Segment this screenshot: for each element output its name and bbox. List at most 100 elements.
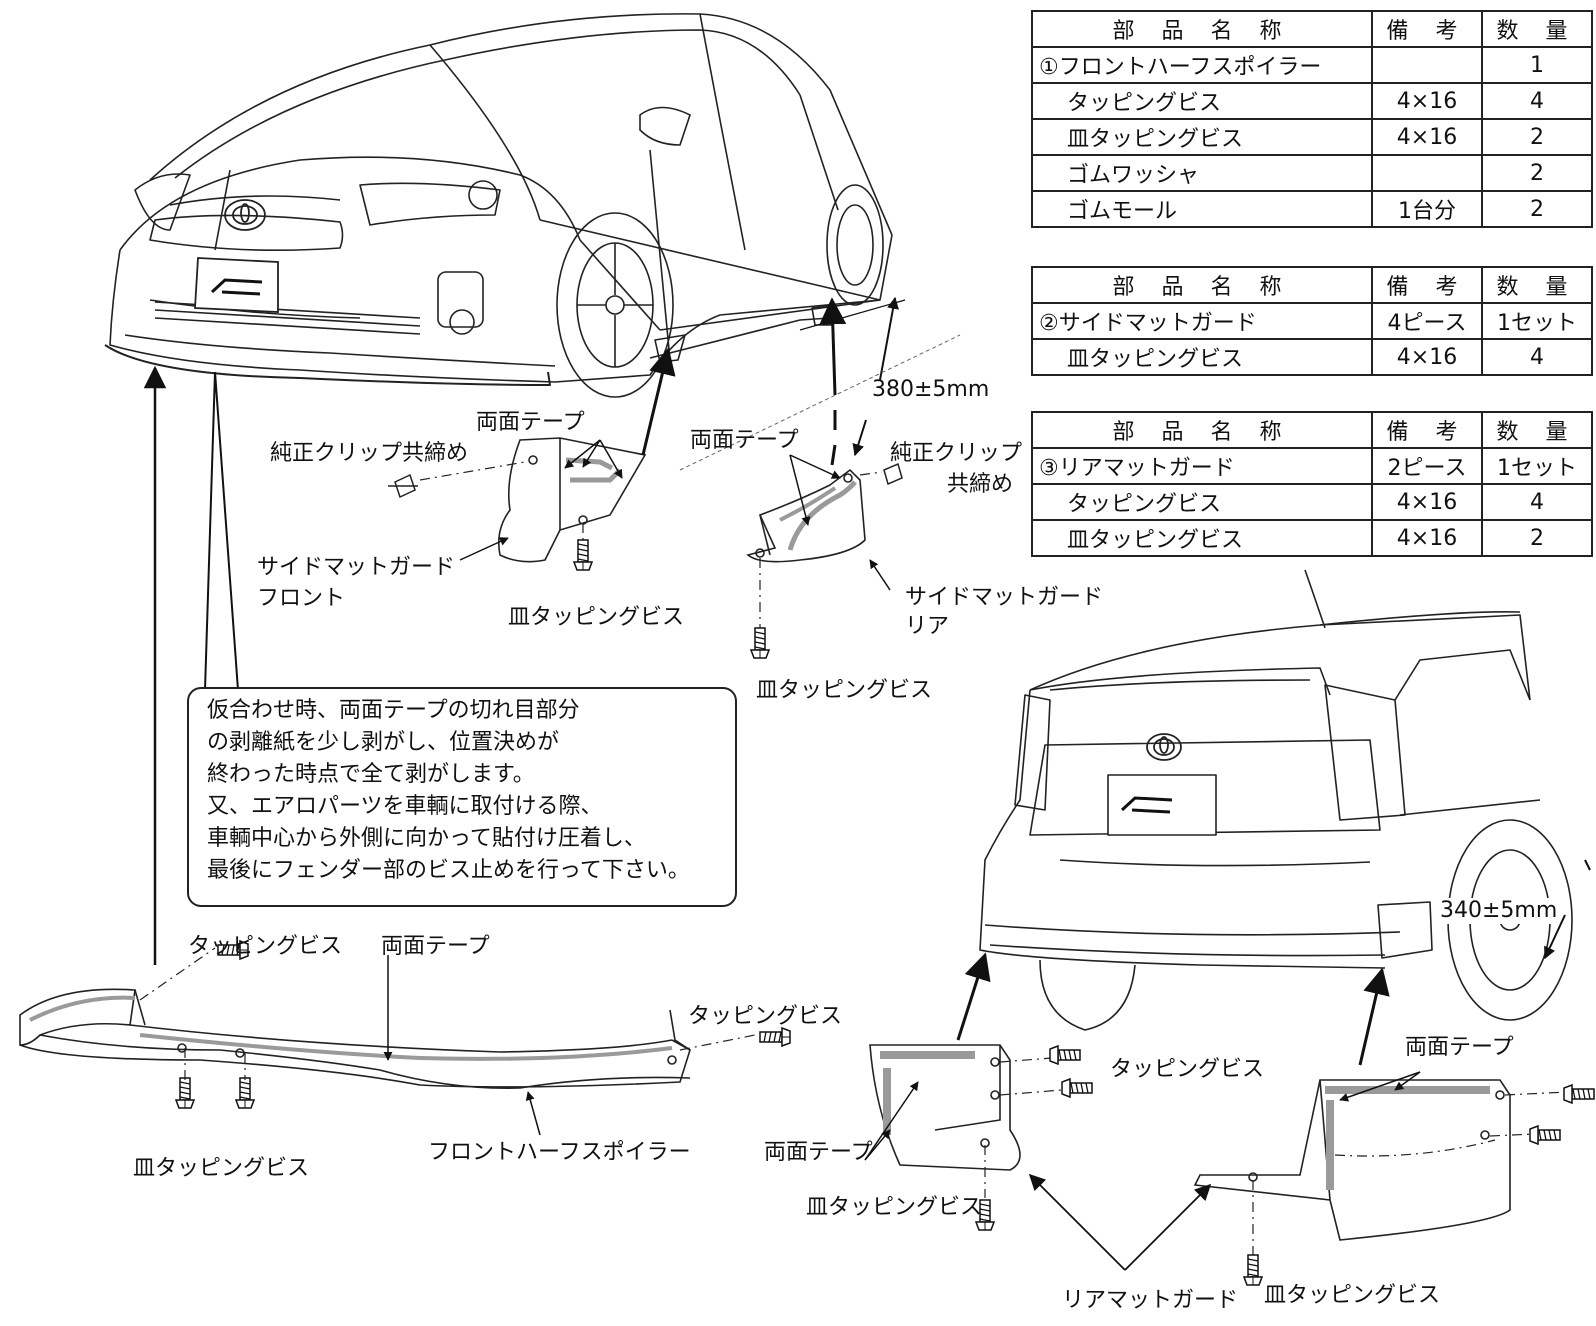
rear-guard-right-part	[1193, 1079, 1511, 1241]
double-sided-tape-label: 両面テープ	[764, 1140, 873, 1165]
screw-icon	[175, 1077, 255, 1109]
note-line: 車輌中心から外側に向かって貼付け圧着し、	[207, 826, 646, 851]
side-guard-rear-label: リア	[905, 614, 950, 639]
double-sided-tape-label: 両面テープ	[1405, 1035, 1514, 1060]
part-name: ①フロントハーフスポイラー	[1031, 46, 1373, 84]
parts-table-rear-guard: 部 品 名 称 備 考 数 量 ③リアマットガード 2ピース 1セット タッピン…	[1031, 411, 1593, 557]
table-row: タッピングビス 4×16 4	[1031, 483, 1593, 521]
part-remarks: 1台分	[1371, 190, 1483, 228]
part-quantity: 4	[1481, 483, 1593, 521]
table-row: タッピングビス 4×16 4	[1031, 82, 1593, 120]
part-quantity: 2	[1481, 190, 1593, 228]
table-row: 皿タッピングビス 4×16 2	[1031, 118, 1593, 156]
part-name: 皿タッピングビス	[1031, 118, 1373, 156]
note-line: の剥離紙を少し剥がし、位置決めが	[207, 730, 560, 755]
header-remarks: 備 考	[1371, 266, 1483, 304]
toyota-emblem-icon	[1146, 733, 1182, 761]
front-spoiler-label: フロントハーフスポイラー	[428, 1140, 691, 1165]
table-row: ③リアマットガード 2ピース 1セット	[1031, 447, 1593, 485]
genuine-clip-label: 純正クリップ	[890, 441, 1023, 466]
part-remarks: 4×16	[1371, 118, 1483, 156]
header-part-name: 部 品 名 称	[1031, 10, 1373, 48]
part-remarks: 2ピース	[1371, 447, 1483, 485]
part-quantity: 1セット	[1481, 302, 1593, 340]
table-header-row: 部 品 名 称 備 考 数 量	[1031, 10, 1593, 48]
dimension-rear-label: 340±5mm	[1440, 898, 1558, 924]
screw-icon	[1049, 1045, 1081, 1065]
header-quantity: 数 量	[1481, 266, 1593, 304]
part-quantity: 1	[1481, 46, 1593, 84]
front-car-drawing	[104, 13, 893, 398]
header-part-name: 部 品 名 称	[1031, 266, 1373, 304]
table-row: ゴムモール 1台分 2	[1031, 190, 1593, 228]
part-remarks	[1371, 46, 1483, 84]
tapping-screw-label: タッピングビス	[188, 934, 343, 959]
screw-icon	[1563, 1084, 1595, 1104]
front-spoiler-part	[19, 988, 691, 1089]
parts-table-side-guard: 部 品 名 称 備 考 数 量 ②サイドマットガード 4ピース 1セット 皿タッ…	[1031, 266, 1593, 376]
part-quantity: 2	[1481, 154, 1593, 192]
header-quantity: 数 量	[1481, 411, 1593, 449]
header-remarks: 備 考	[1371, 10, 1483, 48]
screw-icon	[573, 539, 593, 571]
header-quantity: 数 量	[1481, 10, 1593, 48]
tapping-screw-label: タッピングビス	[688, 1004, 843, 1029]
table-row: ①フロントハーフスポイラー 1	[1031, 46, 1593, 84]
double-sided-tape-label: 両面テープ	[476, 410, 585, 435]
side-guard-front-label: サイドマットガード	[257, 555, 456, 580]
instruction-note-box: 仮合わせ時、両面テープの切れ目部分 の剥離紙を少し剥がし、位置決めが 終わった時…	[187, 687, 737, 907]
part-remarks: 4×16	[1371, 338, 1483, 376]
part-remarks: 4×16	[1371, 82, 1483, 120]
side-guard-front-part	[497, 437, 647, 563]
part-remarks: 4×16	[1371, 483, 1483, 521]
part-name: ゴムワッシャ	[1031, 154, 1373, 192]
screw-icon	[1061, 1078, 1093, 1098]
screw-icon	[759, 1027, 791, 1047]
screw-icon	[1529, 1125, 1561, 1145]
part-name: タッピングビス	[1031, 82, 1373, 120]
part-name: タッピングビス	[1031, 483, 1373, 521]
clip-icon	[883, 462, 903, 486]
table-row: ゴムワッシャ 2	[1031, 154, 1593, 192]
screw-icon	[1243, 1254, 1263, 1286]
part-remarks	[1371, 154, 1483, 192]
parts-table-front-spoiler: 部 品 名 称 備 考 数 量 ①フロントハーフスポイラー 1 タッピングビス …	[1031, 10, 1593, 228]
rear-mat-guard-label: リアマットガード	[1062, 1288, 1239, 1313]
part-quantity: 1セット	[1481, 447, 1593, 485]
genuine-clip-label: 共締め	[947, 472, 1014, 497]
tapping-screw-label: タッピングビス	[1110, 1057, 1265, 1082]
part-quantity: 2	[1481, 519, 1593, 557]
countersunk-screw-label: 皿タッピングビス	[133, 1156, 310, 1181]
countersunk-screw-label: 皿タッピングビス	[508, 605, 685, 630]
countersunk-screw-label: 皿タッピングビス	[1264, 1283, 1441, 1308]
note-line: 終わった時点で全て剥がします。	[207, 762, 535, 787]
part-name: 皿タッピングビス	[1031, 519, 1373, 557]
part-name: ③リアマットガード	[1031, 447, 1373, 485]
part-name: 皿タッピングビス	[1031, 338, 1373, 376]
side-guard-rear-label: サイドマットガード	[905, 585, 1104, 610]
note-line: 仮合わせ時、両面テープの切れ目部分	[207, 698, 580, 723]
table-header-row: 部 品 名 称 備 考 数 量	[1031, 266, 1593, 304]
header-part-name: 部 品 名 称	[1031, 411, 1373, 449]
countersunk-screw-label: 皿タッピングビス	[806, 1195, 983, 1220]
rear-guard-left-part	[869, 1044, 1021, 1171]
note-line: 最後にフェンダー部のビス止めを行って下さい。	[207, 858, 690, 883]
part-quantity: 4	[1481, 338, 1593, 376]
cip-plate-logo-icon	[1120, 796, 1173, 814]
countersunk-screw-label: 皿タッピングビス	[756, 678, 933, 703]
part-name: ②サイドマットガード	[1031, 302, 1373, 340]
dimension-front-label: 380±5mm	[872, 377, 990, 402]
table-row: ②サイドマットガード 4ピース 1セット	[1031, 302, 1593, 340]
part-name: ゴムモール	[1031, 190, 1373, 228]
genuine-clip-label: 純正クリップ共締め	[270, 441, 469, 466]
part-quantity: 4	[1481, 82, 1593, 120]
side-guard-front-label: フロント	[257, 586, 346, 611]
toyota-emblem-icon	[224, 199, 266, 231]
screw-icon	[750, 627, 770, 659]
part-remarks: 4×16	[1371, 519, 1483, 557]
double-sided-tape-label: 両面テープ	[690, 428, 799, 453]
table-row: 皿タッピングビス 4×16 2	[1031, 519, 1593, 557]
part-remarks: 4ピース	[1371, 302, 1483, 340]
